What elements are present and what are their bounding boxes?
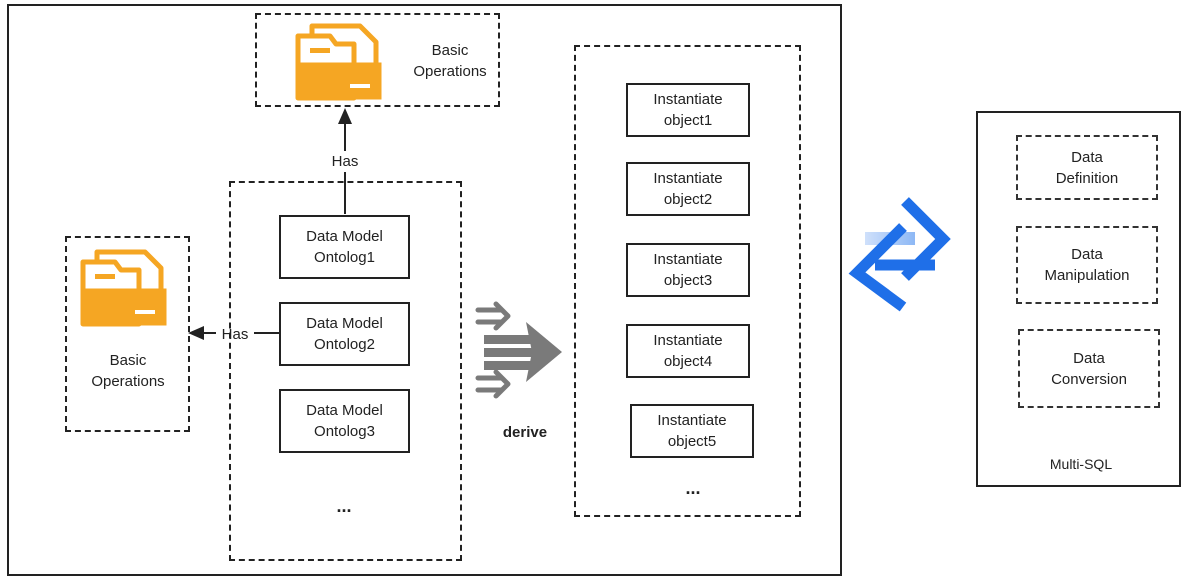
folder-icon [80, 249, 167, 327]
instantiate-object-node[interactable]: Instantiate object2 [626, 162, 750, 216]
instantiate-object-node[interactable]: Instantiate object1 [626, 83, 750, 137]
derive-label: derive [502, 424, 548, 441]
data-conversion-box[interactable]: Data Conversion [1018, 329, 1160, 408]
data-manipulation-box[interactable]: Data Manipulation [1016, 226, 1158, 304]
folder-icon [295, 23, 382, 101]
left-basic-operations-label: Basic Operations [91, 352, 165, 390]
data-models-container [229, 181, 462, 561]
top-basic-operations-box [255, 13, 500, 107]
left-basic-operations-box [65, 236, 190, 432]
multi-sql-panel [976, 111, 1181, 487]
top-basic-operations-label: Basic Operations [413, 42, 487, 80]
data-model-node[interactable]: Data Model Ontolog2 [279, 302, 410, 366]
main-frame [7, 4, 842, 576]
multi-sql-label: Multi-SQL [1049, 456, 1113, 472]
objects-container [574, 45, 801, 517]
data-model-node[interactable]: Data Model Ontolog1 [279, 215, 410, 279]
derive-arrow-icon [475, 301, 562, 399]
data-definition-box[interactable]: Data Definition [1016, 135, 1158, 200]
instantiate-object-node[interactable]: Instantiate object3 [626, 243, 750, 297]
data-model-node[interactable]: Data Model Ontolog3 [279, 389, 410, 453]
has-left-label: Has [216, 324, 254, 345]
instantiate-object-node[interactable]: Instantiate object5 [630, 404, 754, 458]
instantiate-object-node[interactable]: Instantiate object4 [626, 324, 750, 378]
has-top-label: Has [320, 151, 370, 172]
data-models-more: ... [336, 496, 352, 516]
exchange-arrows-icon [848, 197, 951, 312]
objects-more: ... [685, 478, 701, 498]
